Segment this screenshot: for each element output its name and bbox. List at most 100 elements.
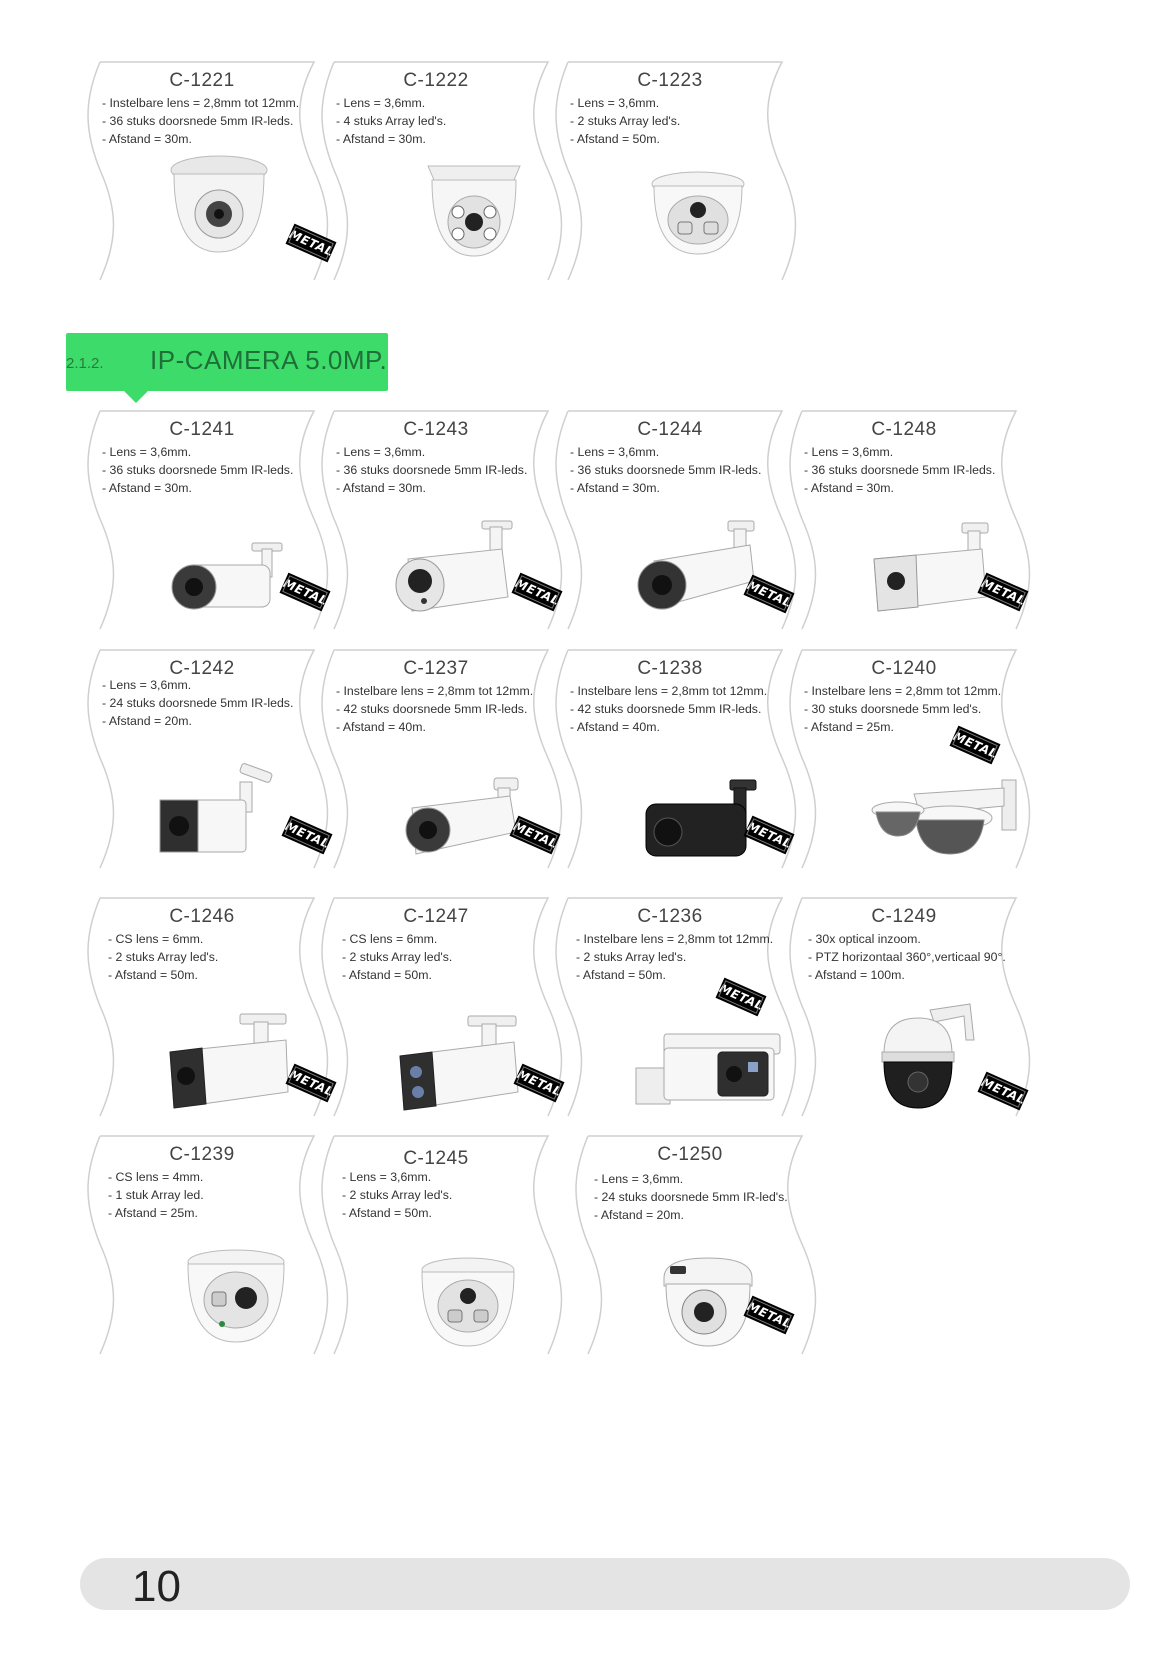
spec-item: Afstand = 50m. bbox=[108, 966, 218, 984]
product-code: C-1236 bbox=[637, 906, 703, 927]
bullet-camera-icon bbox=[159, 763, 273, 853]
product-code: C-1249 bbox=[871, 906, 937, 927]
spec-item: Lens = 3,6mm. bbox=[804, 443, 995, 461]
spec-item: Afstand = 20m. bbox=[102, 712, 293, 730]
product-cell: C-1223 Lens = 3,6mm. 2 stuks Array led's… bbox=[550, 60, 797, 282]
spec-list: Lens = 3,6mm. 2 stuks Array led's. Afsta… bbox=[570, 94, 680, 148]
spec-item: Afstand = 50m. bbox=[570, 130, 680, 148]
spec-item: CS lens = 6mm. bbox=[108, 930, 218, 948]
wavy-border bbox=[789, 897, 1031, 1117]
spec-item: Instelbare lens = 2,8mm tot 12mm. bbox=[576, 930, 774, 948]
spec-list: Lens = 3,6mm. 36 stuks doorsnede 5mm IR-… bbox=[336, 443, 528, 497]
wavy-border bbox=[87, 1135, 329, 1355]
spec-list: Lens = 3,6mm. 36 stuks doorsnede 5mm IR-… bbox=[804, 443, 996, 497]
dome-camera-icon bbox=[421, 1257, 515, 1347]
spec-item: Instelbare lens = 2,8mm tot 12mm. bbox=[570, 682, 768, 700]
product-cell: C-1241 Lens = 3,6mm. 36 stuks doorsnede … bbox=[82, 409, 331, 631]
spec-item: 2 stuks Array led's. bbox=[576, 948, 773, 966]
spec-item: Afstand = 30m. bbox=[102, 130, 299, 148]
product-cell: C-1240 Instelbare lens = 2,8mm tot 12mm.… bbox=[784, 648, 1031, 870]
bullet-camera-icon bbox=[171, 542, 283, 610]
product-cell: C-1236 Instelbare lens = 2,8mm tot 12mm.… bbox=[550, 896, 797, 1118]
spec-item: 36 stuks doorsnede 5mm IR-leds. bbox=[336, 461, 528, 479]
product-code: C-1240 bbox=[871, 658, 937, 679]
bullet-camera-icon bbox=[405, 777, 519, 855]
spec-item: 2 stuks Array led's. bbox=[108, 948, 219, 966]
product-code: C-1223 bbox=[637, 70, 703, 91]
product-code: C-1250 bbox=[657, 1144, 723, 1165]
spec-list: CS lens = 6mm. 2 stuks Array led's. Afst… bbox=[342, 930, 452, 984]
spec-item: Afstand = 25m. bbox=[804, 718, 1001, 736]
spec-item: Afstand = 30m. bbox=[336, 130, 446, 148]
dome-camera-icon bbox=[427, 165, 521, 257]
bullet-camera-icon bbox=[637, 520, 755, 610]
product-code: C-1238 bbox=[637, 658, 703, 679]
wavy-border bbox=[555, 649, 797, 869]
spec-item: 42 stuks doorsnede 5mm IR-leds. bbox=[336, 700, 533, 718]
spec-item: Afstand = 50m. bbox=[342, 1204, 452, 1222]
product-cell: C-1250 Lens = 3,6mm. 24 stuks doorsnede … bbox=[570, 1134, 817, 1356]
spec-list: CS lens = 6mm. 2 stuks Array led's. Afst… bbox=[108, 930, 218, 984]
page-number: 10 bbox=[132, 1562, 181, 1611]
spec-item: Lens = 3,6mm. bbox=[570, 443, 761, 461]
spec-item: Afstand = 20m. bbox=[594, 1206, 788, 1224]
spec-item: 42 stuks doorsnede 5mm IR-leds. bbox=[570, 700, 767, 718]
product-cell: C-1247 CS lens = 6mm. 2 stuks Array led'… bbox=[316, 896, 565, 1118]
spec-item: Lens = 3,6mm. bbox=[342, 1168, 452, 1186]
wavy-border bbox=[321, 1135, 563, 1355]
bullet-camera-icon bbox=[395, 520, 513, 612]
product-code: C-1248 bbox=[871, 419, 937, 440]
section-title: IP-CAMERA 5.0MP. bbox=[150, 345, 388, 375]
spec-list: Instelbare lens = 2,8mm tot 12mm. 2 stuk… bbox=[576, 930, 773, 984]
wall-dome-camera-icon bbox=[871, 779, 1017, 855]
spec-item: Instelbare lens = 2,8mm tot 12mm. bbox=[804, 682, 1002, 700]
spec-item: CS lens = 4mm. bbox=[108, 1168, 204, 1186]
product-cell: C-1237 Instelbare lens = 2,8mm tot 12mm.… bbox=[316, 648, 563, 870]
spec-item: 4 stuks Array led's. bbox=[336, 112, 447, 130]
bullet-camera-black-icon bbox=[645, 779, 757, 857]
spec-item: Lens = 3,6mm. bbox=[336, 443, 527, 461]
bullet-camera-icon bbox=[873, 522, 989, 612]
spec-item: Lens = 3,6mm. bbox=[594, 1170, 788, 1188]
product-code: C-1244 bbox=[637, 419, 703, 440]
spec-list: CS lens = 4mm. 1 stuk Array led. Afstand… bbox=[108, 1168, 204, 1222]
wavy-border bbox=[321, 649, 563, 869]
product-cell: C-1248 Lens = 3,6mm. 36 stuks doorsnede … bbox=[784, 409, 1031, 631]
spec-item: Instelbare lens = 2,8mm tot 12mm. bbox=[336, 682, 534, 700]
wavy-border bbox=[321, 61, 563, 281]
spec-item: Lens = 3,6mm. bbox=[336, 94, 446, 112]
spec-list: Instelbare lens = 2,8mm tot 12mm. 36 stu… bbox=[102, 94, 299, 148]
spec-item: Afstand = 30m. bbox=[804, 479, 995, 497]
wavy-border bbox=[789, 649, 1031, 869]
product-cell: C-1242 Lens = 3,6mm. 24 stuks doorsnede … bbox=[82, 648, 333, 870]
wavy-border bbox=[575, 1135, 817, 1355]
dome-camera-icon bbox=[651, 171, 745, 255]
spec-list: Lens = 3,6mm. 36 stuks doorsnede 5mm IR-… bbox=[570, 443, 762, 497]
spec-item: Afstand = 30m. bbox=[102, 479, 293, 497]
wavy-border bbox=[555, 897, 797, 1117]
product-cell: C-1246 CS lens = 6mm. 2 stuks Array led'… bbox=[82, 896, 337, 1118]
spec-item: 36 stuks doorsnede 5mm IR-leds. bbox=[102, 112, 299, 130]
section-header: 2.1.2. IP-CAMERA 5.0MP. bbox=[66, 333, 388, 403]
bullet-camera-icon bbox=[169, 1013, 289, 1109]
product-cell: C-1244 Lens = 3,6mm. 36 stuks doorsnede … bbox=[550, 409, 797, 631]
spec-item: 2 stuks Array led's. bbox=[342, 948, 453, 966]
footer-bar: 10 bbox=[80, 1558, 1130, 1611]
spec-item: 2 stuks Array led's. bbox=[570, 112, 681, 130]
product-code: C-1237 bbox=[403, 658, 469, 679]
product-code: C-1246 bbox=[169, 906, 235, 927]
spec-list: Lens = 3,6mm. 24 stuks doorsnede 5mm IR-… bbox=[102, 676, 294, 730]
spec-list: Lens = 3,6mm. 24 stuks doorsnede 5mm IR-… bbox=[594, 1170, 788, 1224]
spec-item: 24 stuks doorsnede 5mm IR-led's. bbox=[594, 1188, 788, 1206]
product-cell: C-1243 Lens = 3,6mm. 36 stuks doorsnede … bbox=[316, 409, 563, 631]
dome-camera-icon bbox=[663, 1257, 753, 1347]
spec-item: Afstand = 30m. bbox=[336, 479, 527, 497]
product-cell: C-1221 Instelbare lens = 2,8mm tot 12mm.… bbox=[82, 60, 337, 282]
spec-item: Instelbare lens = 2,8mm tot 12mm. bbox=[102, 94, 300, 112]
spec-item: Afstand = 50m. bbox=[342, 966, 452, 984]
spec-item: 36 stuks doorsnede 5mm IR-leds. bbox=[570, 461, 762, 479]
spec-item: Afstand = 40m. bbox=[336, 718, 533, 736]
spec-item: 36 stuks doorsnede 5mm IR-leds. bbox=[804, 461, 996, 479]
spec-item: 1 stuk Array led. bbox=[108, 1186, 204, 1204]
product-code: C-1221 bbox=[169, 70, 235, 91]
